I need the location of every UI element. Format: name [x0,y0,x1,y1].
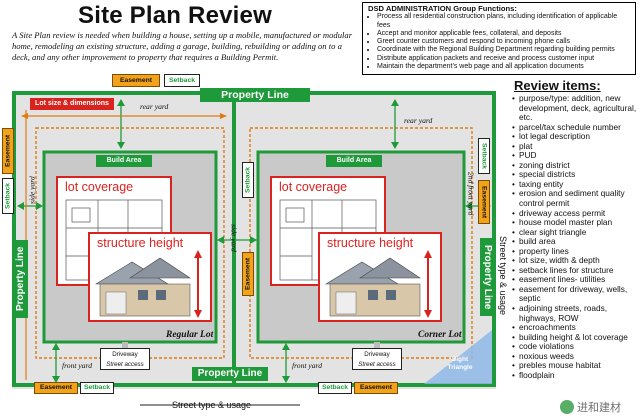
review-item: erosion and sediment quality control per… [512,189,638,208]
review-item: adjoining streets, roads, highways, ROW [512,303,638,323]
review-item: build area [512,237,638,247]
easement-label-top: Easement [112,74,160,87]
review-item: property lines [512,246,638,257]
review-item: lot size, width & depth [512,256,638,266]
structure-height-frame-left: structure height [88,232,212,322]
rear-yard-label-left: rear yard [140,102,169,111]
review-item: zoning district [512,160,638,171]
lot-size-label: Lot size & dimensions [30,98,114,110]
setback-label-bottom-right: Setback [318,382,352,394]
side-yard-label-middle: side yard [229,224,239,252]
front-yard-label-left: front yard [62,361,93,370]
structure-height-title-left: structure height [94,236,187,250]
driveway-label: Driveway [112,351,138,358]
dsd-list: Process all residential construction pla… [368,13,630,71]
review-item: plat [512,141,638,152]
review-item: house model master plan [512,218,638,228]
review-item: clear sight triangle [512,227,638,238]
property-line-bottom: Property Line [192,367,268,381]
driveway-box-right: Driveway Street access [352,348,402,370]
house-elevation-drawing [324,250,432,318]
setback-label-top: Setback [164,74,200,87]
review-item: easement lines- utilities [512,275,638,285]
review-item: floodplain [512,370,638,381]
easement-label-right: Easement [478,180,490,224]
review-item: code violations [512,342,638,352]
easement-label-bottom-right: Easement [354,382,398,394]
dsd-heading: DSD ADMINISTRATION Group Functions: [368,4,517,13]
property-line-left: Property Line [14,240,28,318]
second-front-yard-label: 2nd front yard [466,172,476,216]
rear-yard-label-right: rear yard [404,116,433,125]
property-line-right: Property Line [480,238,494,316]
watermark-logo: 进和建材 [560,396,638,418]
wechat-icon [560,400,574,414]
review-list: purpose/type: addition, new development,… [510,93,638,381]
build-area-label-left: Build Area [96,155,152,167]
dsd-item: Accept and monitor applicable fees, coll… [377,30,630,38]
street-type-right: Street type & usage [498,236,508,316]
setback-label-middle: Setback [242,162,254,198]
dsd-item: Greet counter customers and respond to i… [377,38,630,46]
review-item: building height & lot coverage [512,332,638,343]
property-line-top: Property Line [200,88,310,102]
setback-label-bottom-left: Setback [80,382,114,394]
review-heading: Review items: [514,78,601,93]
house-elevation-drawing [94,250,202,318]
regular-lot-label: Regular Lot [166,330,214,340]
review-item: setback lines for structure [512,265,638,276]
easement-label-middle: Easement [242,252,254,296]
lot-coverage-title-left: lot coverage [62,180,137,194]
review-item: PUD [512,151,638,161]
street-access-label: Street access [106,361,144,368]
review-item: purpose/type: addition, new development,… [512,93,638,123]
lot-coverage-title-right: lot coverage [276,180,351,194]
easement-label-left: Easement [2,128,14,174]
review-item: prebles mouse habitat [512,361,638,371]
build-area-label-right: Build Area [326,155,382,167]
page-title: Site Plan Review [78,2,272,29]
setback-label-left: Setback [2,178,14,214]
dsd-item: Process all residential construction pla… [377,13,630,30]
dsd-item: Maintain the department's web page and a… [377,63,630,71]
review-item: encroachments [512,323,638,333]
front-yard-label-right: front yard [292,361,323,370]
dsd-functions-box: DSD ADMINISTRATION Group Functions: Proc… [362,2,636,75]
structure-height-title-right: structure height [324,236,417,250]
street-access-label: Street access [358,361,396,368]
driveway-box-left: Driveway Street access [100,348,150,370]
intro-text: A Site Plan review is needed when buildi… [12,30,353,62]
dsd-item: Distribute application packets and recei… [377,55,630,63]
sight-triangle-label: Sight Triangle [447,356,473,371]
setback-label-right: Setback [478,138,490,174]
driveway-label: Driveway [364,351,390,358]
review-item: taxing entity [512,179,638,190]
review-item: noxious weeds [512,351,638,362]
review-item: lot legal description [512,132,638,142]
structure-height-frame-right: structure height [318,232,442,322]
corner-lot-label: Corner Lot [418,330,462,340]
review-item: parcel/tax schedule number [512,122,638,133]
street-type-bottom: Street type & usage [172,400,252,410]
side-yard-label-left: side yard [27,176,37,204]
dsd-item: Coordinate with the Regional Building De… [377,46,630,54]
watermark-text: 进和建材 [577,401,621,414]
review-item: easement for driveway, wells, septic [512,284,638,304]
review-item: special districts [512,170,638,180]
review-item: driveway access permit [512,208,638,219]
easement-label-bottom-left: Easement [34,382,78,394]
